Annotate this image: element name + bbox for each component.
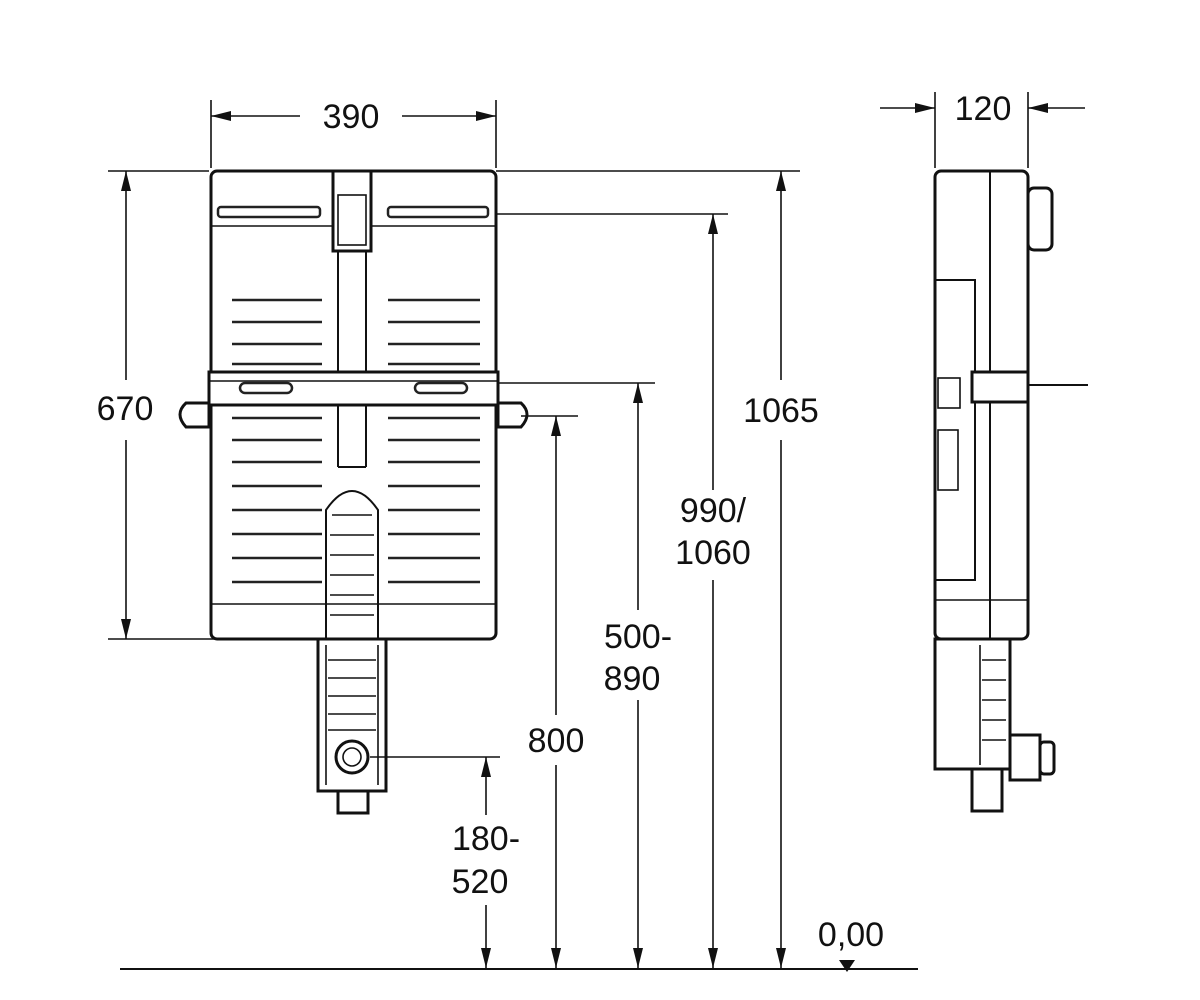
label-height-1065: 1065	[743, 392, 819, 430]
side-pipe	[933, 637, 1012, 771]
label-height-800: 800	[528, 722, 585, 760]
side-rail	[970, 370, 1030, 404]
front-view	[178, 169, 529, 815]
slot-right	[386, 205, 490, 219]
bracket-right	[496, 401, 529, 429]
label-height-890: 890	[604, 660, 661, 698]
side-outlet	[1008, 733, 1042, 782]
side-body	[933, 169, 1030, 641]
side-view	[933, 169, 1088, 813]
mounting-rail	[207, 370, 500, 407]
dimension-lines	[108, 92, 1085, 972]
ribs-lower	[232, 416, 480, 584]
label-width-390: 390	[323, 98, 380, 136]
rail-slot-right	[413, 381, 469, 395]
side-valve	[1026, 186, 1054, 252]
bracket-left	[178, 401, 211, 429]
label-height-1060: 1060	[675, 534, 751, 572]
ribs-upper	[232, 298, 480, 366]
side-spigot	[970, 767, 1004, 813]
floor-marker-icon	[839, 960, 855, 972]
label-depth-120: 120	[955, 90, 1012, 128]
flush-valve	[331, 169, 373, 253]
label-height-500: 500-	[604, 618, 672, 656]
outlet-channel	[325, 490, 379, 639]
outlet-spigot	[336, 789, 370, 815]
label-height-990: 990/	[680, 492, 747, 530]
label-floor-level: 0,00	[818, 916, 884, 954]
label-height-670: 670	[97, 390, 154, 428]
side-inner-chamber	[934, 279, 976, 581]
label-height-520: 520	[452, 863, 509, 901]
label-height-180: 180-	[452, 820, 520, 858]
slot-left	[216, 205, 322, 219]
outlet-connector	[334, 739, 370, 775]
dimension-labels: 390 120 670 1065 990/ 1060 500- 890 800 …	[97, 90, 1012, 954]
rail-slot-left	[238, 381, 294, 395]
